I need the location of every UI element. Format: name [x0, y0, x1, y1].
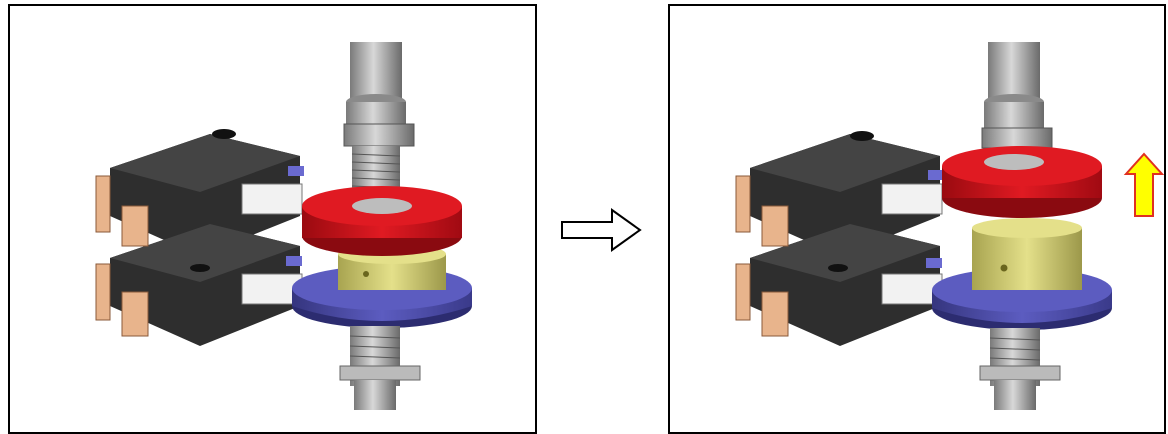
shaft-lower	[979, 328, 1061, 410]
assembly-illustration-after	[735, 42, 1164, 410]
red-knob	[942, 146, 1102, 218]
microswitch-upper	[750, 131, 944, 256]
before-panel	[8, 4, 537, 434]
microswitch-upper	[110, 129, 304, 256]
after-panel	[668, 4, 1166, 434]
copper-terminals	[735, 175, 789, 337]
microswitch-lower	[110, 224, 303, 346]
microswitch-lower	[750, 224, 943, 346]
hex-nut	[343, 123, 415, 147]
shaft-upper	[988, 42, 1040, 102]
assembly-illustration-before	[95, 42, 472, 410]
shaft-lower	[339, 326, 421, 410]
up-arrow-icon	[1123, 152, 1164, 217]
hex-nut	[981, 127, 1053, 149]
red-knob	[302, 186, 462, 256]
right-outline-arrow-icon	[561, 208, 642, 252]
shaft-upper	[350, 42, 402, 102]
yellow-collar	[972, 218, 1082, 290]
copper-terminals	[95, 175, 149, 337]
